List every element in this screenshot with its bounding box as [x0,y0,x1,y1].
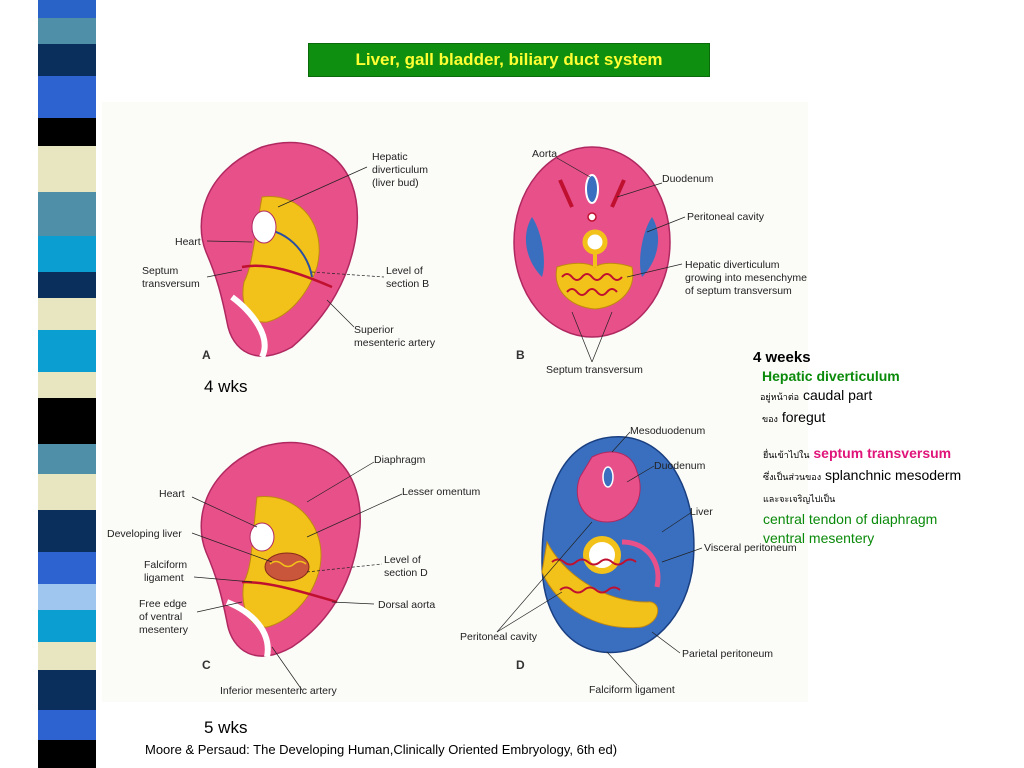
notes-line-6: central tendon of diaphragm [763,511,938,527]
decorative-stripe-bar [38,0,96,768]
notes-line-4-thai: ซึ่งเป็นส่วนของ [763,473,822,483]
notes-line-2-thai: ของ [762,415,778,425]
panel-letter-a: A [202,348,211,362]
label-diverticulum: diverticulum [372,164,428,176]
label-section-d: section D [384,567,428,579]
label-mesoduodenum: Mesoduodenum [630,425,706,437]
embryo-figure: Hepatic diverticulum (liver bud) Heart S… [102,102,808,702]
notes-panel: 4 weeks Hepatic diverticulum อยู่หน้าต่อ… [753,348,1023,548]
notes-line-1-en: caudal part [802,387,873,403]
notes-line-5-thai: และจะเจริญไปเป็น [763,495,836,505]
panel-b-section [513,146,686,363]
notes-line-3-thai: ยื่นเข้าไปใน [763,451,810,461]
label-developing-liver: Developing liver [107,528,182,540]
label-aorta: Aorta [532,148,557,160]
label-heart-a: Heart [175,236,201,248]
caption-4-wks: 4 wks [204,377,248,396]
label-of-ventral: of ventral [139,611,182,623]
label-transversum: transversum [142,278,200,290]
label-mesenteric-artery: mesenteric artery [354,337,436,349]
notes-hepatic-diverticulum: Hepatic diverticulum [762,368,900,384]
reference-citation: Moore & Persaud: The Developing Human,Cl… [145,742,618,757]
label-liver-bud: (liver bud) [372,177,419,189]
notes-line-3-en: septum transversum [813,445,952,461]
label-level-of-b: Level of [386,265,423,277]
notes-heading: 4 weeks [753,349,811,366]
label-hepatic: Hepatic [372,151,408,163]
notes-line-3: ยื่นเข้าไปใน septum transversum [763,444,1023,466]
label-ligament: ligament [144,572,184,584]
label-septum: Septum [142,265,178,277]
label-growing-into: growing into mesenchyme [685,272,807,284]
notes-line-1: อยู่หน้าต่อ caudal part [760,386,1023,408]
panel-a-embryo [200,141,385,359]
panel-letter-c: C [202,658,211,672]
label-falciform-ligament-d: Falciform ligament [589,684,675,696]
notes-line-5: และจะเจริญไปเป็น [763,488,1023,510]
label-liver-d: Liver [690,506,713,518]
notes-line-2-en: foregut [781,409,826,425]
label-falciform: Falciform [144,559,187,571]
label-diaphragm: Diaphragm [374,454,426,466]
label-of-septum: of septum transversum [685,285,792,297]
notes-line-4: ซึ่งเป็นส่วนของ splanchnic mesoderm [763,466,1023,488]
notes-line-2: ของ foregut [762,408,1023,430]
label-heart-c: Heart [159,488,185,500]
notes-line-1-thai: อยู่หน้าต่อ [760,393,800,403]
label-peritoneal-cavity-b: Peritoneal cavity [687,211,765,223]
label-mesentery: mesentery [139,624,189,636]
label-level-of-d: Level of [384,554,421,566]
label-duodenum-b: Duodenum [662,173,714,185]
panel-c-embryo [191,441,403,691]
label-duodenum-d: Duodenum [654,460,706,472]
slide-title: Liver, gall bladder, biliary duct system [308,43,710,77]
label-hepatic-diverticulum-b: Hepatic diverticulum [685,259,780,271]
label-dorsal-aorta: Dorsal aorta [378,599,435,611]
label-free-edge: Free edge [139,598,187,610]
label-visceral-peritoneum: Visceral peritoneum [704,542,797,554]
label-lesser-omentum: Lesser omentum [402,486,480,498]
label-septum-transversum-b: Septum transversum [546,364,643,376]
caption-5-wks: 5 wks [204,718,248,737]
label-superior: Superior [354,324,394,336]
panel-letter-b: B [516,348,525,362]
label-inferior-mesenteric: Inferior mesenteric artery [220,685,337,697]
label-parietal-peritoneum: Parietal peritoneum [682,648,773,660]
label-peritoneal-cavity-d: Peritoneal cavity [460,631,538,643]
notes-line-7: ventral mesentery [763,530,875,546]
label-section-b: section B [386,278,429,290]
panel-d-section [496,431,703,686]
panel-letter-d: D [516,658,525,672]
notes-line-4-en: splanchnic mesoderm [825,467,962,483]
